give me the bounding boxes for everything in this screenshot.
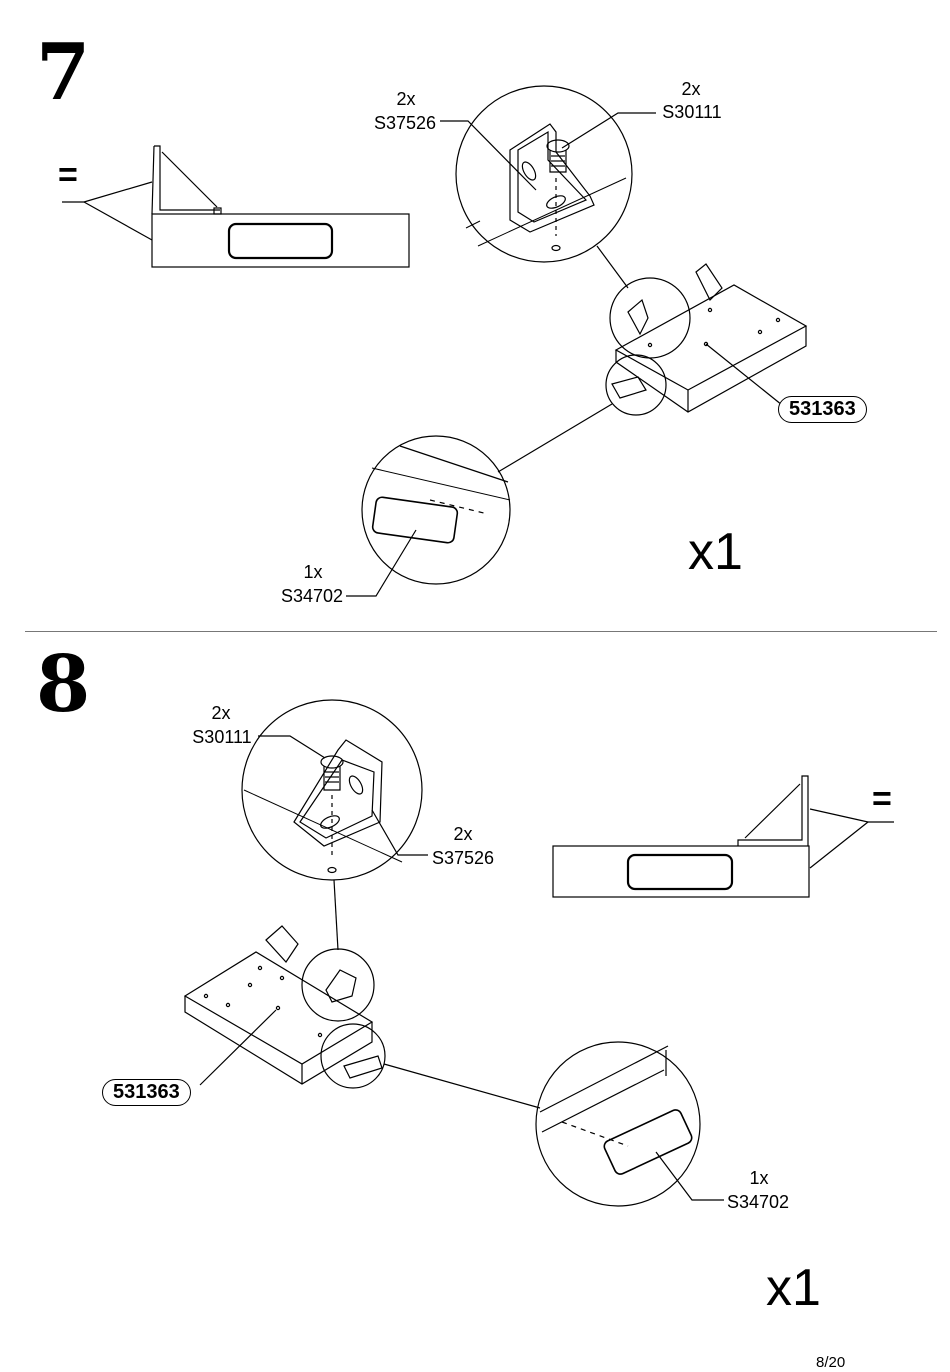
panel-label-slot [227, 222, 334, 260]
detail-circle-cap [535, 1041, 701, 1207]
step7-cap-qty: 1x [303, 562, 323, 582]
detail-circle-bracket [241, 699, 423, 881]
step8-screw-code: S30111 [192, 727, 252, 747]
pointer-arrow-lower [809, 821, 869, 869]
detail-circle-small-cap [320, 1023, 386, 1089]
bracket-side [154, 145, 220, 211]
detail-circle-bracket [455, 85, 633, 263]
leader-cap [655, 1151, 724, 1201]
step7-multiplier: x1 [688, 523, 743, 581]
bracket-detail [293, 739, 383, 847]
main-panel-top [183, 951, 374, 1065]
step8-cap-code: S34702 [726, 1192, 790, 1212]
step7-bracket-qty: 2x [396, 89, 416, 109]
step7-bracket-code: S37526 [373, 113, 437, 133]
screw-head [546, 139, 570, 153]
detail-circle-cap [361, 435, 511, 585]
step-divider [25, 631, 937, 632]
step-number-7: 7 [36, 27, 91, 118]
leader-bracket [440, 120, 537, 191]
detail-circle-small-cap [605, 354, 667, 416]
bracket-detail [509, 123, 595, 233]
step8-screw-qty: 2x [211, 703, 231, 723]
step8-bracket-code: S37526 [431, 848, 495, 868]
leader-screw [258, 735, 326, 759]
end-cap [603, 1109, 693, 1175]
detail-circle-small-bracket [301, 948, 375, 1022]
pointer-arrow-upper [83, 181, 153, 203]
leader-screw [561, 112, 656, 149]
leader-bracket [371, 809, 428, 856]
step8-bracket-qty: 2x [453, 824, 473, 844]
reference-panel [552, 845, 810, 898]
step8-cap-qty: 1x [749, 1168, 769, 1188]
equals-sign: = [58, 156, 78, 194]
step7-screw-code: S30111 [662, 102, 722, 122]
equals-sign: = [872, 780, 892, 818]
pointer-arrow-upper [809, 808, 869, 823]
step8-panel-code: 531363 [102, 1079, 191, 1106]
step7-panel-code: 531363 [778, 396, 867, 423]
step7-cap-code: S34702 [280, 586, 344, 606]
step-number-8: 8 [36, 639, 91, 730]
step7-screw-qty: 2x [681, 79, 701, 99]
leader-cap [346, 529, 417, 597]
step8-multiplier: x1 [766, 1259, 821, 1317]
reference-panel [151, 213, 410, 268]
panel-label-slot [626, 853, 734, 891]
page-number: 8/20 [816, 1354, 846, 1371]
end-cap [371, 496, 459, 544]
screw-head [320, 755, 344, 769]
pointer-arrow-lower [83, 201, 153, 241]
